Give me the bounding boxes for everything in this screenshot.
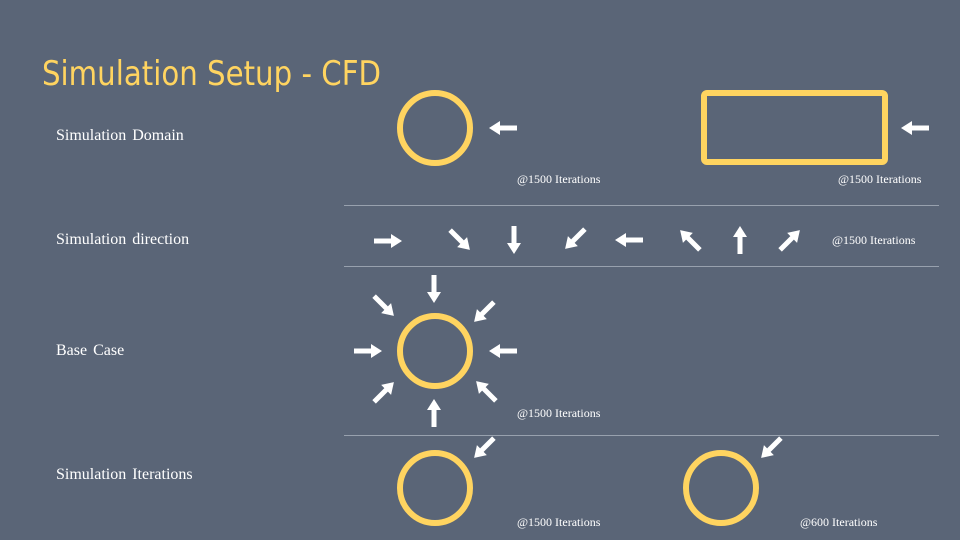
flow-arrow-icon <box>489 121 517 135</box>
iterations-cylinder-shape <box>683 450 759 526</box>
row-separator <box>344 266 939 267</box>
row-label-iterations: Simulation Iterations <box>56 466 193 483</box>
flow-arrow-icon <box>901 121 929 135</box>
cylinder-domain-shape <box>397 90 473 166</box>
iterations-cylinder-shape <box>397 450 473 526</box>
iteration-caption: @1500 Iterations <box>838 172 922 186</box>
inflow-arrow-icon <box>354 344 382 358</box>
row-label-domain: Simulation Domain <box>56 127 184 144</box>
row-separator <box>344 435 939 436</box>
flow-arrow-icon <box>756 433 786 463</box>
direction-arrow-icon <box>615 233 643 247</box>
rectangular-domain-shape <box>701 90 888 165</box>
iteration-caption: @1500 Iterations <box>832 233 916 247</box>
inflow-arrow-icon <box>489 344 517 358</box>
iteration-caption: @600 Iterations <box>800 515 878 529</box>
base-case-cylinder-shape <box>397 313 473 389</box>
direction-arrow-icon <box>560 224 590 254</box>
row-label-base-case: Base Case <box>56 342 125 359</box>
page-title: Simulation Setup - CFD <box>42 54 382 94</box>
row-separator <box>344 205 939 206</box>
iteration-caption: @1500 Iterations <box>517 406 601 420</box>
inflow-arrow-icon <box>369 291 399 321</box>
inflow-arrow-icon <box>469 297 499 327</box>
direction-arrow-icon <box>675 225 705 255</box>
inflow-arrow-icon <box>427 275 441 303</box>
direction-arrow-icon <box>507 226 521 254</box>
inflow-arrow-icon <box>427 399 441 427</box>
iteration-caption: @1500 Iterations <box>517 515 601 529</box>
inflow-arrow-icon <box>471 376 501 406</box>
direction-arrow-icon <box>445 225 475 255</box>
direction-arrow-icon <box>733 226 747 254</box>
inflow-arrow-icon <box>369 377 399 407</box>
iteration-caption: @1500 Iterations <box>517 172 601 186</box>
row-label-direction: Simulation direction <box>56 231 190 248</box>
flow-arrow-icon <box>469 433 499 463</box>
direction-arrow-icon <box>374 234 402 248</box>
direction-arrow-icon <box>775 225 805 255</box>
